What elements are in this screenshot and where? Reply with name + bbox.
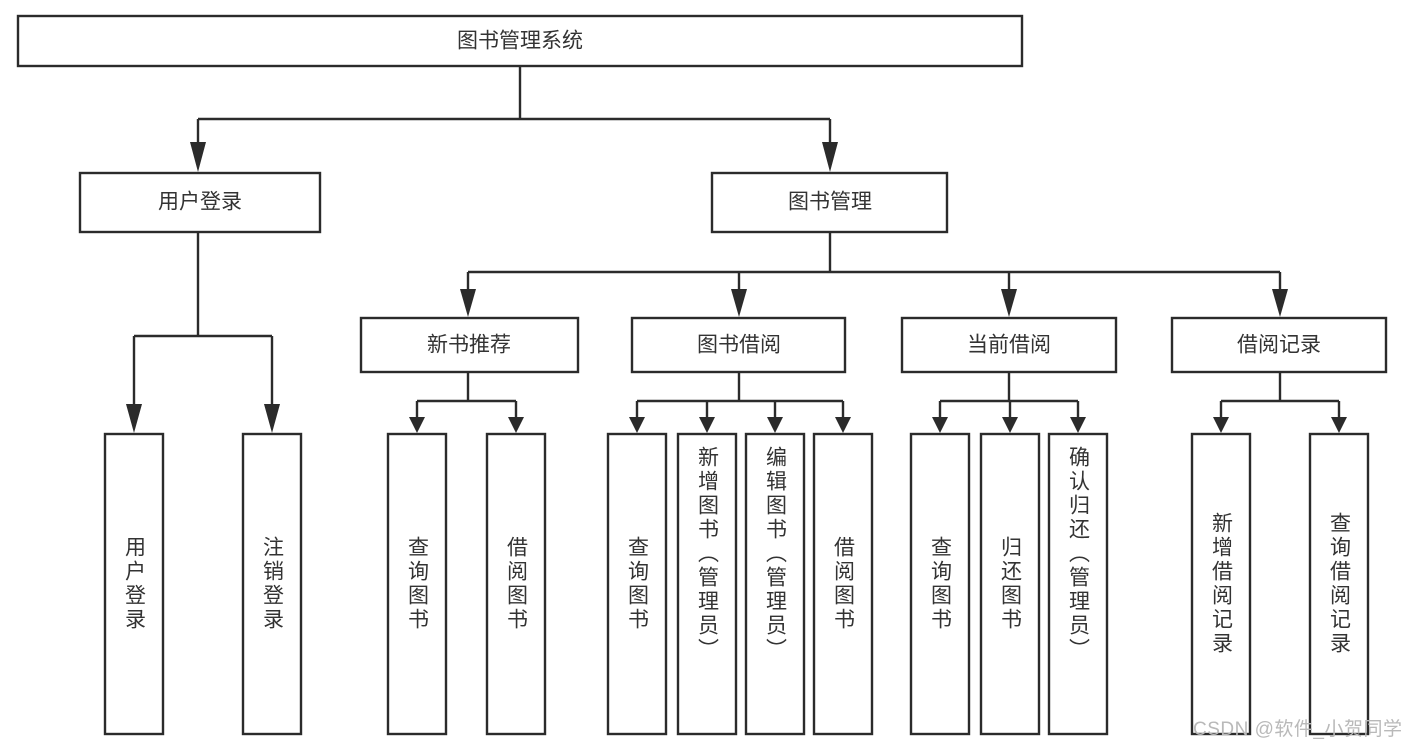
arrow-to-leaf-add-book — [699, 417, 715, 433]
arrow-to-new-book-recommend — [460, 289, 476, 317]
node-box-leaf-query-record[interactable] — [1308, 432, 1370, 736]
node-box-leaf-add-record[interactable] — [1190, 432, 1252, 736]
node-label-user-login: 用户登录 — [158, 191, 242, 214]
node-box-book-manage[interactable] — [710, 171, 949, 234]
arrow-to-leaf-query-book-1 — [409, 417, 425, 433]
node-box-leaf-borrow-book-1[interactable] — [485, 432, 547, 736]
node-label-root: 图书管理系统 — [457, 30, 583, 53]
arrow-to-leaf-query-record — [1331, 417, 1347, 433]
node-box-book-borrow[interactable] — [630, 316, 847, 374]
arrow-to-book-borrow — [731, 289, 747, 317]
node-box-leaf-query-book-3[interactable] — [909, 432, 971, 736]
node-box-new-book-recommend[interactable] — [359, 316, 580, 374]
node-box-borrow-record[interactable] — [1170, 316, 1388, 374]
arrow-to-leaf-return-book — [1002, 417, 1018, 433]
arrow-to-current-borrow — [1001, 289, 1017, 317]
node-box-current-borrow[interactable] — [900, 316, 1118, 374]
node-box-leaf-return-book[interactable] — [979, 432, 1041, 736]
arrowhead-layer — [126, 142, 1347, 433]
arrow-to-leaf-query-book-3 — [932, 417, 948, 433]
node-label-current-borrow: 当前借阅 — [967, 334, 1051, 357]
arrow-to-leaf-edit-book — [767, 417, 783, 433]
node-box-root[interactable] — [16, 14, 1024, 68]
node-box-user-login[interactable] — [78, 171, 322, 234]
arrow-to-leaf-borrow-book-2 — [835, 417, 851, 433]
arrow-to-leaf-add-record — [1213, 417, 1229, 433]
node-box-leaf-logout[interactable] — [241, 432, 303, 736]
node-box-leaf-query-book-1[interactable] — [386, 432, 448, 736]
node-box-layer — [16, 14, 1388, 736]
arrow-to-user-login — [190, 142, 206, 172]
node-label-book-borrow: 图书借阅 — [697, 334, 781, 357]
arrow-to-book-manage — [822, 142, 838, 172]
arrow-to-leaf-query-book-2 — [629, 417, 645, 433]
node-box-leaf-add-book[interactable] — [676, 432, 738, 736]
node-box-leaf-user-login[interactable] — [103, 432, 165, 736]
node-label-book-manage: 图书管理 — [788, 191, 872, 214]
node-box-leaf-confirm-return[interactable] — [1047, 432, 1109, 736]
arrow-to-borrow-record — [1272, 289, 1288, 317]
node-box-leaf-borrow-book-2[interactable] — [812, 432, 874, 736]
arrow-to-leaf-user-login — [126, 404, 142, 433]
node-label-new-book-recommend: 新书推荐 — [427, 334, 511, 357]
csdn-watermark: CSDN @软件_小贺同学 — [1193, 719, 1403, 740]
connector-layer — [132, 66, 1341, 417]
arrow-to-leaf-borrow-book-1 — [508, 417, 524, 433]
node-box-leaf-edit-book[interactable] — [744, 432, 806, 736]
node-label-borrow-record: 借阅记录 — [1237, 334, 1321, 357]
node-box-leaf-query-book-2[interactable] — [606, 432, 668, 736]
arrow-to-leaf-logout — [264, 404, 280, 433]
horizontal-label-layer: 图书管理系统 用户登录 图书管理 新书推荐 图书借阅 当前借阅 借阅记录 — [158, 30, 1321, 357]
arrow-to-leaf-confirm-return — [1070, 417, 1086, 433]
